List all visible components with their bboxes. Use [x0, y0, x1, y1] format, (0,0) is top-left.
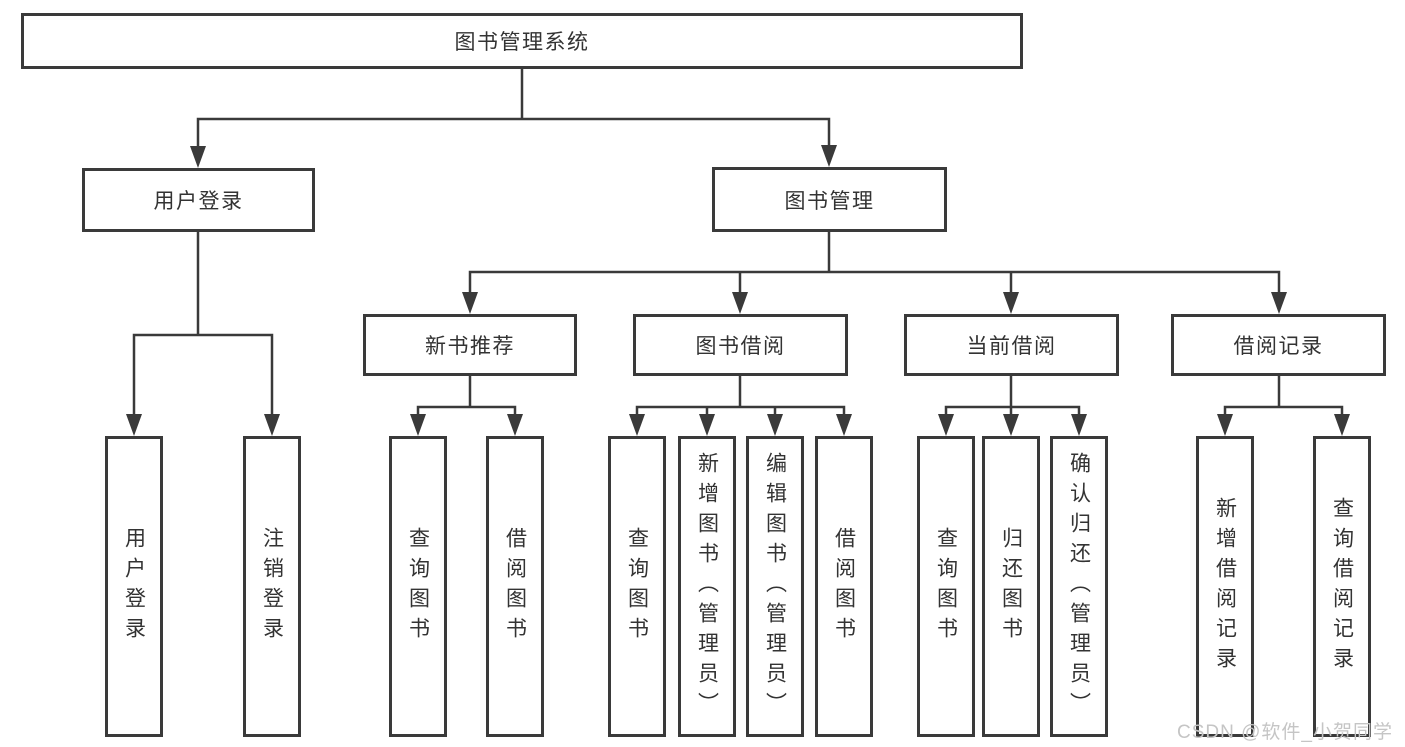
leaf-add-book-admin: 新增图书（管理员） — [678, 436, 736, 737]
node-book-management: 图书管理 — [712, 167, 947, 232]
node-user-login: 用户登录 — [82, 168, 315, 232]
node-new-book-recommend: 新书推荐 — [363, 314, 577, 376]
leaf-confirm-return-admin: 确认归还（管理员） — [1050, 436, 1108, 737]
leaf-user-login: 用户登录 — [105, 436, 163, 737]
leaf-borrow-books-recommend: 借阅图书 — [486, 436, 544, 737]
leaf-add-borrow-record: 新增借阅记录 — [1196, 436, 1254, 737]
leaf-edit-book-admin: 编辑图书（管理员） — [746, 436, 804, 737]
node-book-borrow: 图书借阅 — [633, 314, 848, 376]
leaf-query-borrow-record: 查询借阅记录 — [1313, 436, 1371, 737]
leaf-query-books-recommend: 查询图书 — [389, 436, 447, 737]
node-borrow-records: 借阅记录 — [1171, 314, 1386, 376]
node-book-management-system: 图书管理系统 — [21, 13, 1023, 69]
leaf-query-books-current: 查询图书 — [917, 436, 975, 737]
leaf-return-book: 归还图书 — [982, 436, 1040, 737]
leaf-logout: 注销登录 — [243, 436, 301, 737]
csdn-watermark: CSDN @软件_小贺同学 — [1177, 722, 1393, 743]
leaf-query-books-borrow: 查询图书 — [608, 436, 666, 737]
node-current-borrow: 当前借阅 — [904, 314, 1119, 376]
leaf-borrow-books: 借阅图书 — [815, 436, 873, 737]
tree-edges — [132, 69, 1344, 418]
